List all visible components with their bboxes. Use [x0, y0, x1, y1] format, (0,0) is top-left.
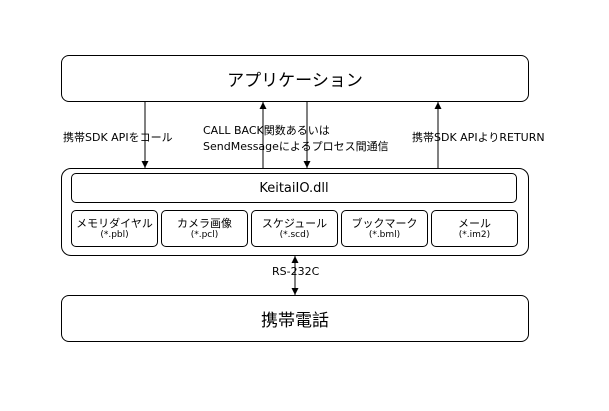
application-box: アプリケーション [61, 55, 529, 102]
dll-label: KeitaiIO.dll [259, 180, 329, 196]
module-name: メール [458, 216, 491, 230]
serial-label: RS-232C [272, 265, 320, 278]
module-extension: (*.scd) [279, 229, 310, 240]
module-bookmark: ブックマーク (*.bml) [341, 210, 428, 247]
module-extension: (*.bml) [368, 229, 401, 240]
dll-box: KeitaiIO.dll [71, 173, 517, 203]
module-extension: (*.pbl) [100, 229, 129, 240]
mobile-phone-label: 携帯電話 [261, 311, 329, 331]
callback-label-line2: SendMessageによるプロセス間通信 [203, 140, 389, 153]
module-extension: (*.pcl) [190, 229, 219, 240]
module-name: カメラ画像 [177, 216, 232, 230]
callback-label: CALL BACK関数あるいは SendMessageによるプロセス間通信 [203, 123, 389, 155]
call-sdk-label: 携帯SDK APIをコール [63, 131, 173, 144]
module-name: スケジュール [261, 216, 328, 230]
application-label: アプリケーション [227, 71, 363, 91]
module-schedule: スケジュール (*.scd) [251, 210, 338, 247]
module-mail: メール (*.im2) [431, 210, 518, 247]
return-sdk-label: 携帯SDK APIよりRETURN [412, 131, 545, 144]
module-memory-dial: メモリダイヤル (*.pbl) [71, 210, 158, 247]
module-name: メモリダイヤル [76, 216, 153, 230]
module-extension: (*.im2) [458, 229, 491, 240]
mobile-phone-box: 携帯電話 [61, 295, 529, 342]
module-camera-image: カメラ画像 (*.pcl) [161, 210, 248, 247]
module-name: ブックマーク [351, 216, 418, 230]
callback-label-line1: CALL BACK関数あるいは [203, 124, 330, 137]
